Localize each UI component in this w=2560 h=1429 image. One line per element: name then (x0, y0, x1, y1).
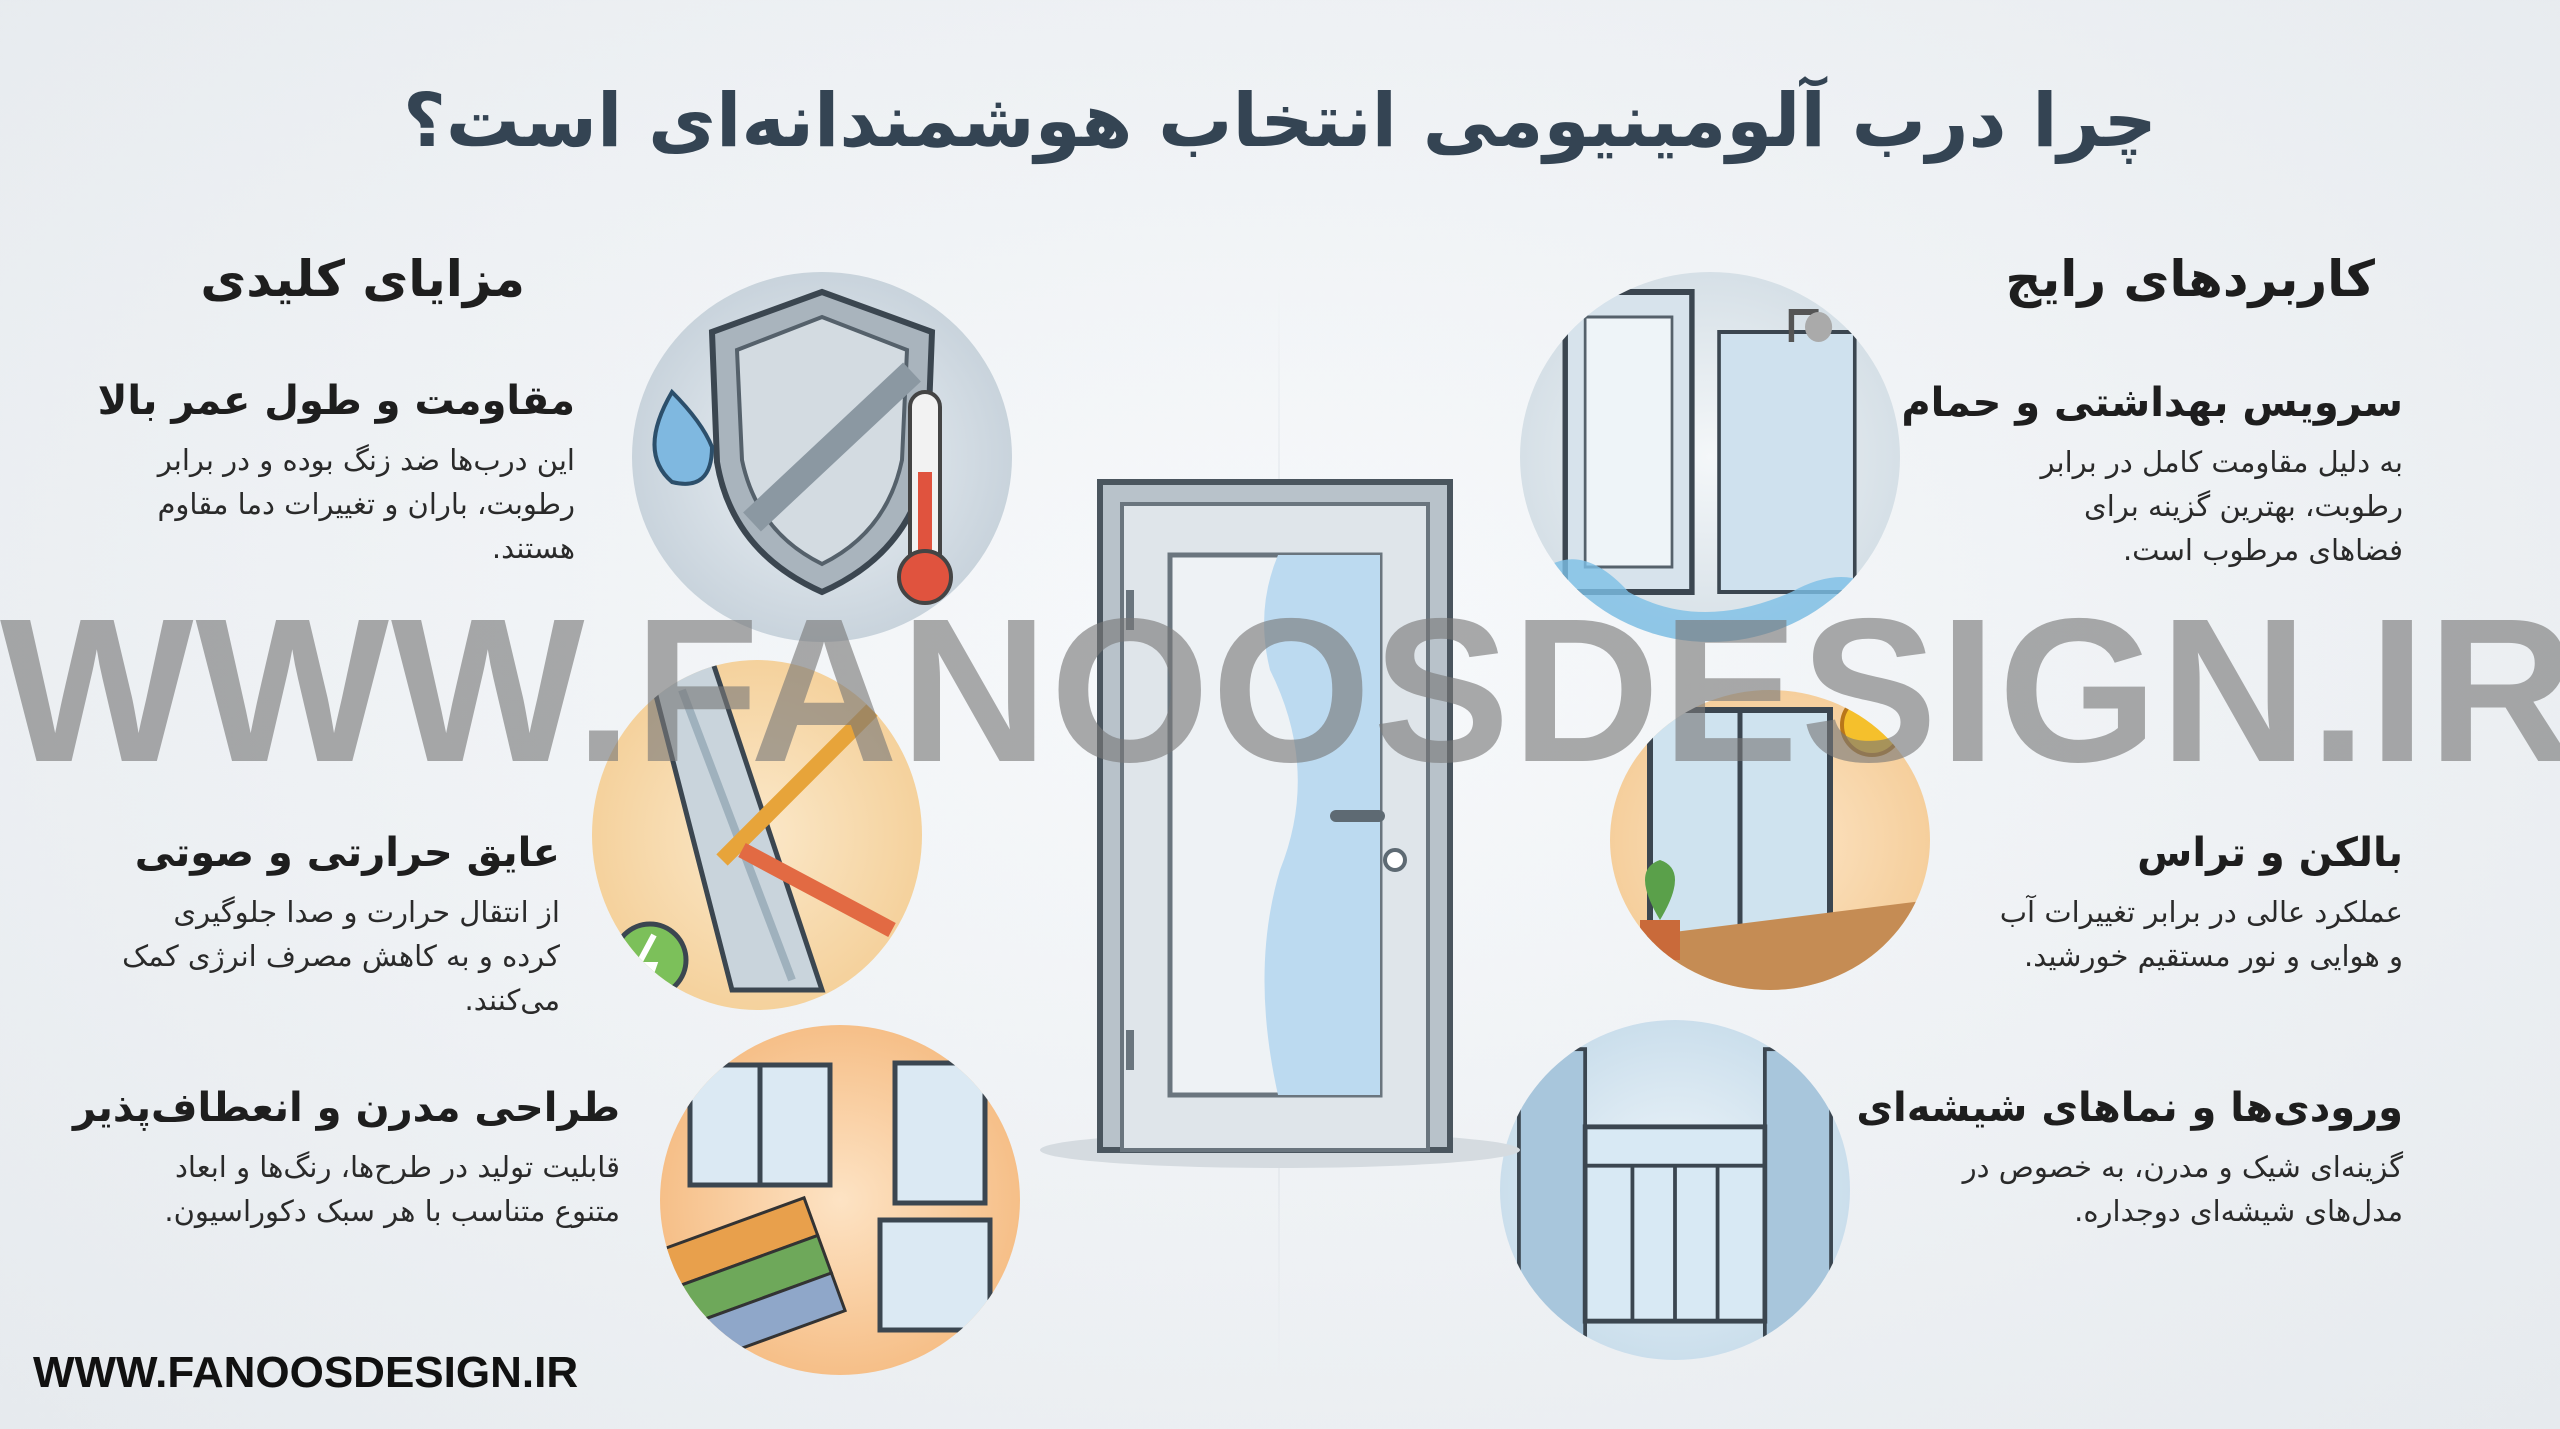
item-body: قابلیت تولید در طرح‌ها، رنگ‌ها و ابعاد م… (164, 1150, 620, 1228)
balcony-sun-icon (1610, 690, 1930, 990)
item-title: طراحی مدرن و انعطاف‌پذیر (72, 1085, 620, 1131)
application-item-facade: ورودی‌ها و نماهای شیشه‌ای گزینه‌ای شیک و… (1856, 1085, 2403, 1233)
right-column-heading: کاربردهای رایج (2005, 250, 2375, 308)
color-swatch-windows-icon (660, 1025, 1020, 1375)
glass-facade-icon (1500, 1020, 1850, 1360)
page-title: چرا درب آلومینیومی انتخاب هوشمندانه‌ای ا… (402, 78, 2158, 164)
application-item-bathroom: سرویس بهداشتی و حمام به دلیل مقاومت کامل… (1901, 380, 2404, 572)
advantage-item-design: طراحی مدرن و انعطاف‌پذیر قابلیت تولید در… (72, 1085, 620, 1233)
item-body: از انتقال حرارت و صدا جلوگیری کرده و به … (122, 895, 560, 1017)
item-title: عایق حرارتی و صوتی (134, 830, 560, 876)
advantage-item-durability: مقاومت و طول عمر بالا این درب‌ها ضد زنگ … (97, 378, 575, 570)
application-item-balcony: بالکن و تراس عملکرد عالی در برابر تغییرا… (1983, 830, 2403, 978)
bathroom-door-icon (1520, 272, 1900, 642)
item-title: مقاومت و طول عمر بالا (97, 378, 575, 424)
footer-website-link[interactable]: WWW.FANOOSDESIGN.IR (33, 1348, 579, 1397)
item-title: ورودی‌ها و نماهای شیشه‌ای (1856, 1085, 2403, 1131)
item-body: به دلیل مقاومت کامل در برابر رطوبت، بهتر… (2040, 445, 2404, 567)
item-title: بالکن و تراس (2137, 830, 2403, 876)
aluminum-door-illustration (1040, 470, 1520, 1170)
left-column-heading: مزایای کلیدی (200, 250, 525, 308)
item-body: این درب‌ها ضد زنگ بوده و در برابر رطوبت،… (157, 443, 575, 565)
item-body: گزینه‌ای شیک و مدرن، به خصوص در مدل‌های … (1962, 1150, 2403, 1228)
item-title: سرویس بهداشتی و حمام (1901, 380, 2403, 426)
item-body: عملکرد عالی در برابر تغییرات آب و هوایی … (1999, 895, 2403, 973)
shield-water-thermometer-icon (632, 272, 1012, 642)
insulated-profile-icon (592, 660, 922, 1010)
advantage-item-insulation: عایق حرارتی و صوتی از انتقال حرارت و صدا… (120, 830, 560, 1022)
